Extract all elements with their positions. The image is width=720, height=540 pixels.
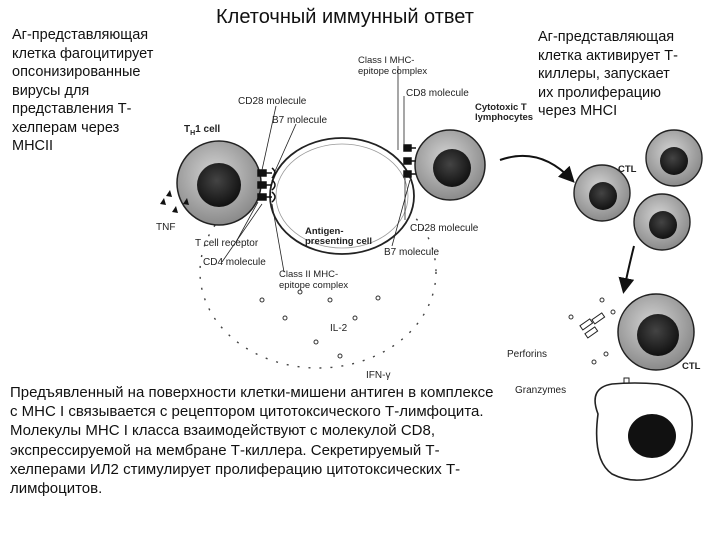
granzyme-dots [568,297,631,415]
th1-apc-synapse [257,167,276,203]
leader-lines [221,66,411,273]
ctl-cluster [573,129,703,251]
page-title: Клеточный иммунный ответ [216,6,474,28]
il2-label: IL-2 [330,323,348,334]
ctl-upper-label: CTL [618,164,637,175]
cytokine-dots [259,289,381,359]
antigen-presenting-cell [269,137,415,255]
cd28-bottom-label: CD28 molecule [410,223,479,234]
cd8-label: CD8 molecule [406,88,469,99]
b7-top-label: B7 molecule [272,115,327,126]
class1-mhc-label: Class I MHC-epitope complex [358,55,427,77]
attack-arrow [618,245,635,294]
cd4-label: CD4 molecule [203,257,266,268]
b7-bottom-label: B7 molecule [384,247,439,258]
left-description: Аг-представляющая клетка фагоцитирует оп… [12,27,154,154]
tnf-label: TNF [156,222,175,233]
tnf-arrows [160,190,189,213]
bottom-description: Предъявленный на поверхности клетки-мише… [10,384,494,498]
granzymes-label: Granzymes [515,385,566,396]
cytokine-field [199,175,437,369]
ctl-lower-label: CTL [682,361,701,372]
activation-arrow [499,154,575,183]
right-description: Аг-представляющая клетка активирует Т- к… [538,29,678,119]
cd28-top-label: CD28 molecule [238,96,307,107]
ifn-label: IFN-γ [366,370,390,381]
target-cell [594,382,693,481]
ctl-killer-cell [617,293,695,371]
perforin-pores [579,312,630,395]
apc-label: Antigen-presenting cell [305,226,372,247]
perforins-label: Perforins [507,349,547,360]
ctl-cell-center [414,129,486,201]
t-cell-receptor-label: T cell receptor [195,238,259,249]
class2-mhc-label: Class II MHC-epitope complex [279,269,348,291]
apc-ctl-synapse [403,144,416,178]
